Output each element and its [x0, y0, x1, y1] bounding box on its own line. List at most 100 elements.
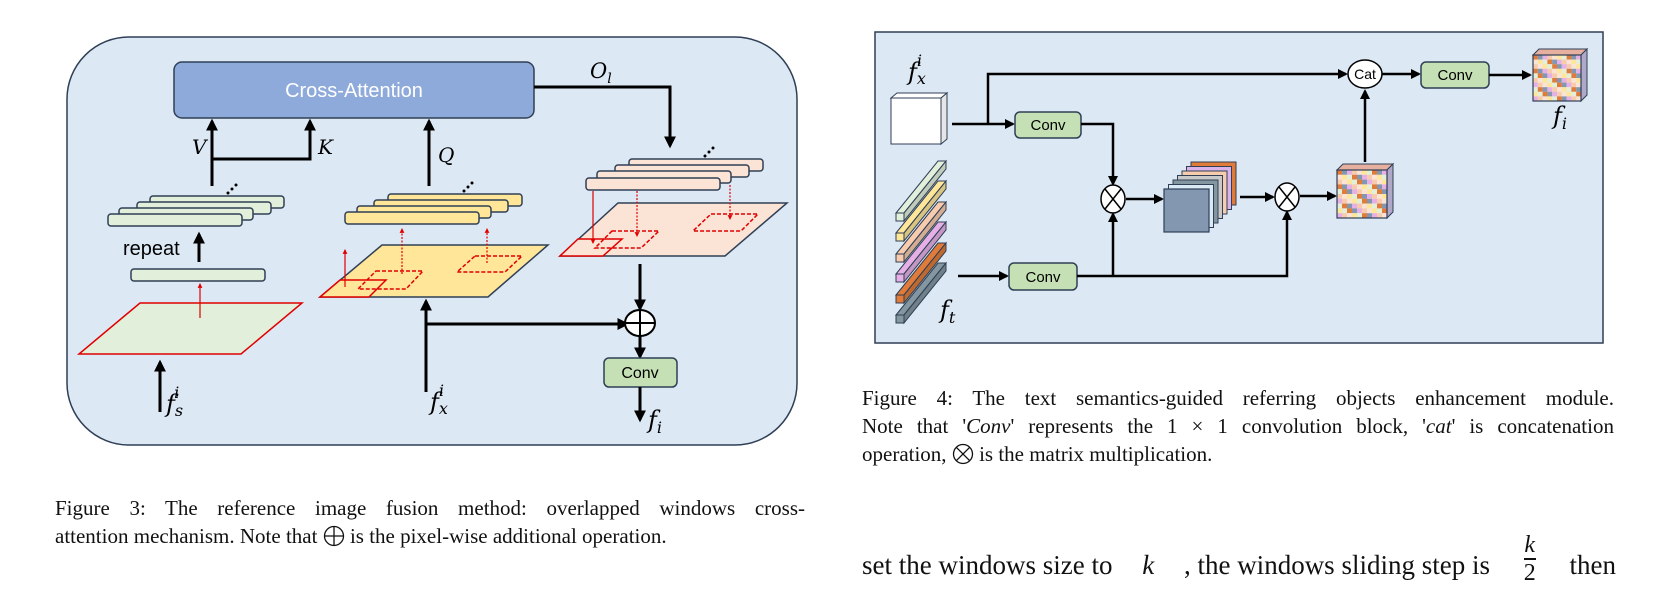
grid-cell: [1561, 91, 1567, 97]
grid-cell: [1542, 78, 1548, 83]
grid-cell: [1347, 184, 1352, 190]
grid-cell: [1357, 184, 1362, 190]
grid-cell: [1352, 213, 1357, 218]
grid-cell: [1347, 194, 1352, 199]
grid-cell: [1347, 203, 1352, 209]
grid-cell: [1362, 189, 1367, 194]
grid-cell: [1352, 189, 1357, 194]
grid-cell: [1372, 198, 1377, 204]
conv-label-fig3: Conv: [621, 365, 658, 382]
pink-windows: [558, 185, 760, 257]
grid-cell: [1342, 203, 1347, 209]
grid-cell: [1552, 59, 1557, 65]
grid-cell: [1372, 194, 1377, 199]
figure3-caption: Figure 3: The reference image fusion met…: [55, 494, 805, 550]
caption-text: is the matrix multiplication.: [979, 442, 1213, 466]
grid-cell: [1362, 213, 1367, 218]
grid-cell: [1347, 198, 1352, 204]
grid-cell: [1347, 170, 1352, 175]
figure3-caption-line1: Figure 3: The reference image fusion met…: [55, 496, 805, 520]
grid-cell: [1382, 170, 1387, 175]
grid-cell: [1557, 59, 1562, 65]
green-token-stack: [107, 183, 285, 227]
grid-cell: [1367, 208, 1372, 214]
grid-cell: [1533, 91, 1538, 97]
grid-cell: [1537, 96, 1543, 101]
grid-cell: [1547, 82, 1553, 88]
body-text: , the windows sliding step is: [1183, 549, 1490, 580]
grid-cell: [1561, 87, 1567, 92]
grid-cell: [1561, 82, 1567, 88]
grid-cell: [1347, 174, 1352, 180]
grid-cell: [1566, 96, 1572, 101]
conv-to-otimes1-line: [1081, 122, 1118, 186]
grid-cell: [1382, 208, 1387, 214]
grid-cell: [1571, 55, 1577, 60]
grid-cell: [1542, 68, 1548, 74]
grid-cell: [1566, 68, 1572, 74]
grid-cell: [1367, 213, 1372, 218]
grid-cell: [1537, 68, 1543, 74]
caption-text: Note that ': [862, 414, 967, 438]
grid-cell: [1533, 78, 1538, 83]
grid-cell: [1542, 91, 1548, 97]
grid-cell: [1542, 59, 1548, 65]
grid-cell: [1533, 96, 1538, 101]
grid-cell: [1337, 174, 1342, 180]
fs-label: fsi: [164, 383, 183, 420]
grid-cell: [1357, 170, 1362, 175]
grid-cell: [1337, 184, 1342, 190]
grid-cell: [1352, 208, 1357, 214]
caption-text: is the pixel-wise additional operation.: [349, 524, 667, 548]
fx-to-cat-line: [986, 69, 1348, 124]
conv-label-ft: Conv: [1025, 269, 1061, 286]
vk-arrows: [206, 118, 316, 186]
grid-cell: [1357, 198, 1362, 204]
figure3-caption-line2: attention mechanism. Note that is the pi…: [55, 524, 667, 548]
grid-cell: [1566, 55, 1572, 60]
grid-cell: [1377, 198, 1382, 204]
fraction-denominator: 2: [1523, 559, 1536, 586]
grid-cell: [1542, 82, 1548, 88]
grid-cell: [1557, 68, 1562, 74]
grid-cell: [1337, 208, 1342, 214]
grid-cell: [1347, 208, 1352, 214]
grid-cell: [1566, 91, 1572, 97]
grid-cell: [1571, 87, 1577, 92]
grid-cell: [1352, 184, 1357, 190]
grid-cell: [1571, 82, 1577, 88]
grid-cell: [1537, 59, 1543, 65]
otimes-icon: [1100, 184, 1126, 214]
grid-cell: [1357, 179, 1362, 185]
green-single-token: [130, 268, 266, 282]
grid-cell: [1552, 55, 1557, 60]
grid-cell: [1557, 96, 1562, 101]
caption-text: operation,: [862, 442, 947, 466]
grid-cell: [1352, 170, 1357, 175]
grid-cell: [1547, 64, 1553, 69]
grid-cell: [1552, 87, 1557, 92]
grid-cell: [1552, 68, 1557, 74]
grid-cell: [1566, 59, 1572, 65]
grid-cell: [1367, 184, 1372, 190]
grid-cell: [1542, 55, 1548, 60]
grid-cell: [1566, 82, 1572, 88]
grid-cell: [1347, 189, 1352, 194]
grid-cell: [1377, 208, 1382, 214]
grid-cell: [1537, 82, 1543, 88]
figure4: fxi Conv ft Conv: [874, 31, 1604, 344]
grid-cell: [1533, 55, 1538, 60]
grid-cell: [1576, 68, 1581, 74]
grid-cell: [1576, 87, 1581, 92]
caption-text: attention mechanism. Note that: [55, 524, 318, 548]
grid-cell: [1377, 170, 1382, 175]
grid-cell: [1382, 174, 1387, 180]
grid-cell: [1557, 64, 1562, 69]
grid-cell: [1552, 78, 1557, 83]
fraction-k-over-2: k 2: [1523, 532, 1536, 586]
grid-cell: [1552, 91, 1557, 97]
fraction-numerator: k: [1524, 532, 1536, 558]
fraction-bar: [1523, 558, 1536, 560]
figure4-caption-line1: Figure 4: The text semantics-guided refe…: [862, 386, 1614, 410]
grid-cell: [1342, 179, 1347, 185]
